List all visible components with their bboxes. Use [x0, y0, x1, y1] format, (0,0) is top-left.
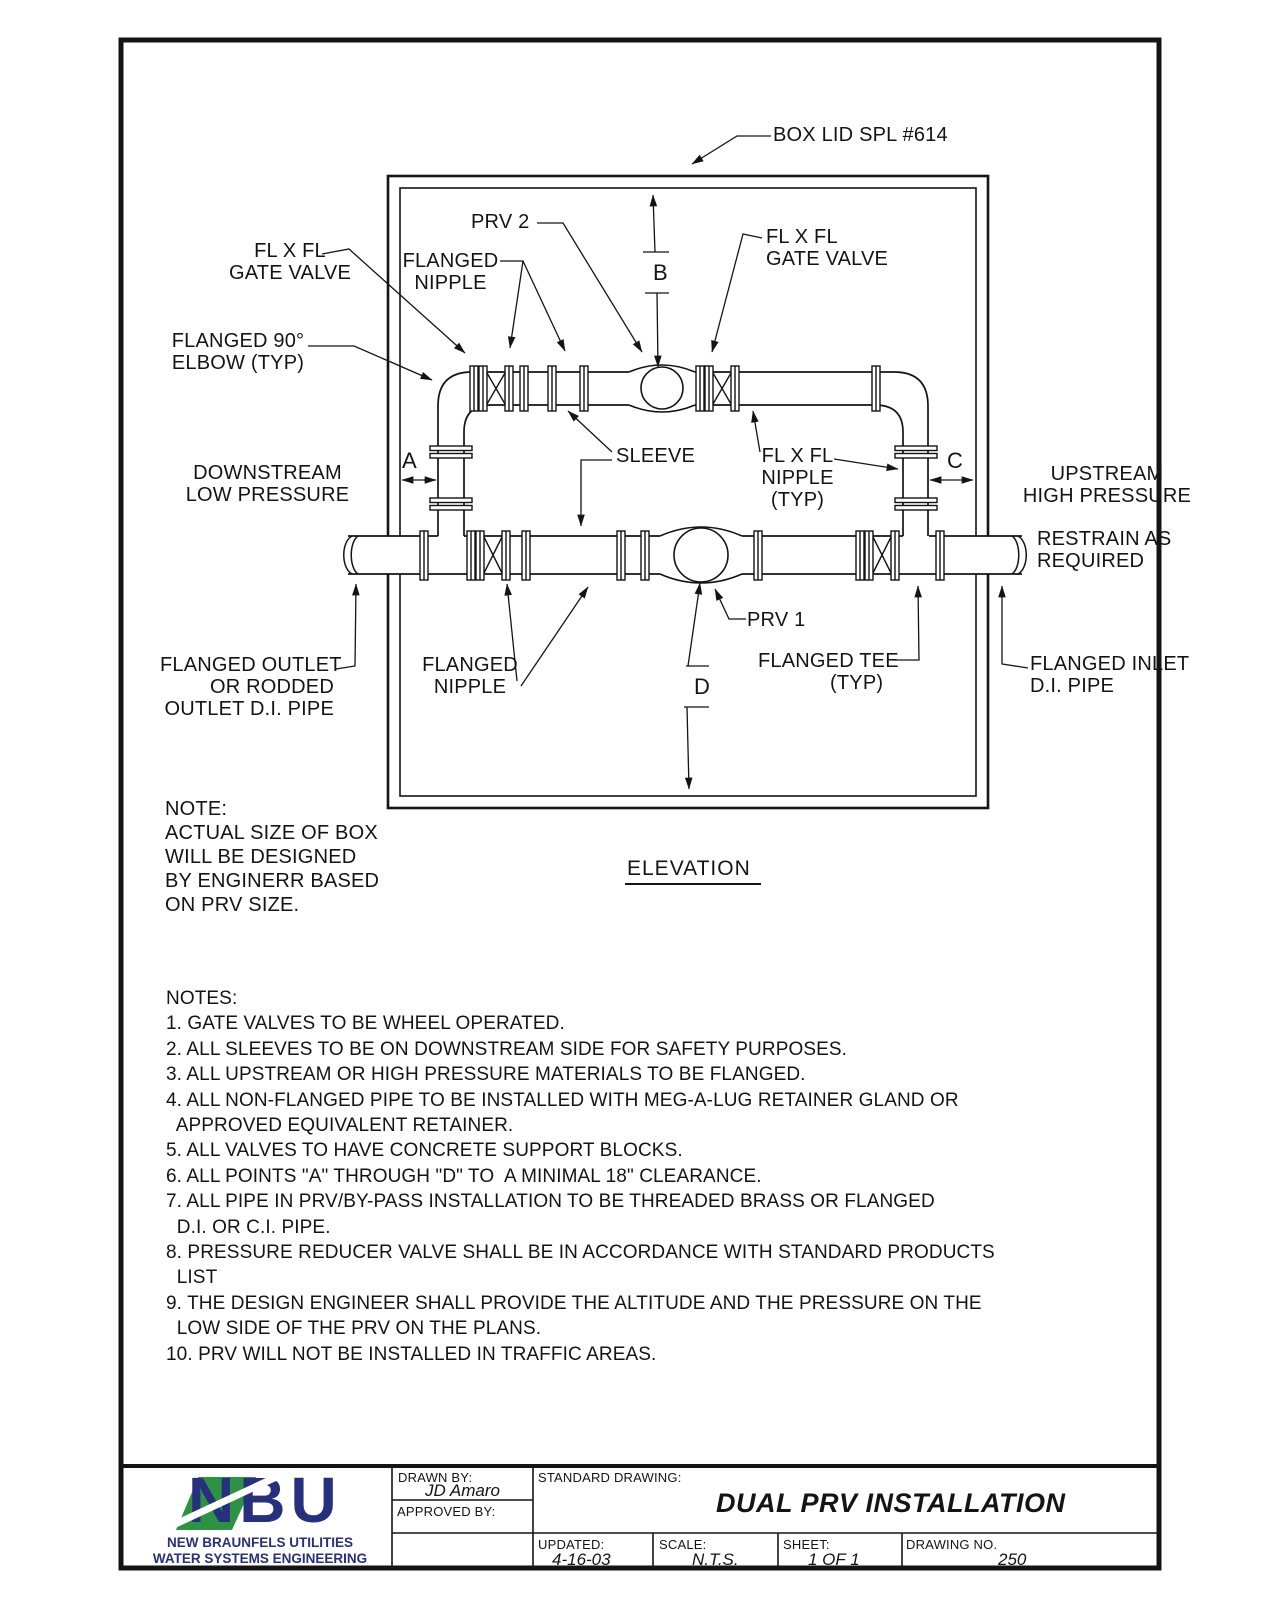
dim-a-letter: A: [402, 448, 417, 473]
prv1-valve: [659, 526, 743, 584]
scale-label: SCALE:: [659, 1537, 707, 1552]
nbu-logo-subtext: NEW BRAUNFELS UTILITIES WATER SYSTEMS EN…: [152, 1535, 368, 1566]
scale-value: N.T.S.: [692, 1550, 739, 1569]
inlet-pipe-end: [1011, 535, 1027, 575]
dim-d-letter: D: [694, 674, 710, 699]
sheet-value: 1 OF 1: [808, 1550, 860, 1569]
top-line-fittings: [469, 365, 881, 412]
upstream-label: UPSTREAM HIGH PRESSURE: [1022, 463, 1192, 507]
elevation-title: ELEVATION: [625, 858, 761, 885]
riser-sleeve-flanges: [429, 445, 938, 511]
standard-drawing-label: STANDARD DRAWING:: [538, 1470, 682, 1485]
flanged-nipple-bottom-label: FLANGED NIPPLE: [422, 654, 518, 698]
prv1-label: PRV 1: [747, 609, 806, 631]
dim-c-letter: C: [947, 448, 963, 473]
flanged-inlet-label: FLANGED INLET D.I. PIPE: [1030, 653, 1190, 697]
drawing-title: DUAL PRV INSTALLATION: [716, 1488, 1066, 1518]
leader-lines: [308, 135, 1029, 687]
bottom-line-fittings: [419, 530, 945, 581]
dimension-lines: [401, 194, 974, 790]
drawn-by-value: JD Amaro: [425, 1481, 500, 1500]
gate-valve-right-label: FL X FL GATE VALVE: [766, 226, 889, 270]
drawing-no-label: DRAWING NO.: [906, 1537, 998, 1552]
dim-b-letter: B: [653, 260, 668, 285]
downstream-label: DOWNSTREAM LOW PRESSURE: [185, 462, 350, 506]
sheet-border: [118, 37, 1162, 1571]
sheet-label: SHEET:: [783, 1537, 830, 1552]
sleeve-label: SLEEVE: [616, 445, 696, 467]
drawing-no-value: 250: [998, 1550, 1027, 1569]
flanged-tee-label: FLANGED TEE: [758, 650, 899, 672]
note-block: NOTE: ACTUAL SIZE OF BOX WILL BE DESIGNE…: [165, 798, 380, 916]
outlet-pipe-end: [343, 535, 359, 575]
updated-value: 4-16-03: [552, 1550, 611, 1569]
prv2-label: PRV 2: [471, 211, 530, 233]
restrain-label: RESTRAIN AS REQUIRED: [1037, 528, 1172, 572]
flxfl-nipple-label: FL X FL NIPPLE (TYP): [761, 445, 834, 511]
flanged-elbow-label: FLANGED 90° ELBOW (TYP): [171, 330, 305, 374]
prv-box: [386, 174, 990, 810]
title-block-lines: [121, 1464, 1159, 1568]
drawn-by-label: DRAWN BY:: [398, 1470, 473, 1485]
box-lid-label: BOX LID SPL #614: [773, 124, 948, 146]
flanged-outlet-label: FLANGED OUTLET OR RODDED OUTLET D.I. PIP…: [160, 654, 342, 720]
gate-valve-left-label: FL X FL GATE VALVE: [228, 240, 352, 284]
approved-by-label: APPROVED BY:: [397, 1504, 496, 1519]
prv2-valve: [628, 364, 696, 413]
notes-block: NOTES: 1. GATE VALVES TO BE WHEEL OPERAT…: [166, 988, 995, 1365]
flanged-tee-typ-label: (TYP): [830, 672, 884, 694]
updated-label: UPDATED:: [538, 1537, 605, 1552]
flanged-nipple-top-label: FLANGED NIPPLE: [402, 250, 499, 294]
